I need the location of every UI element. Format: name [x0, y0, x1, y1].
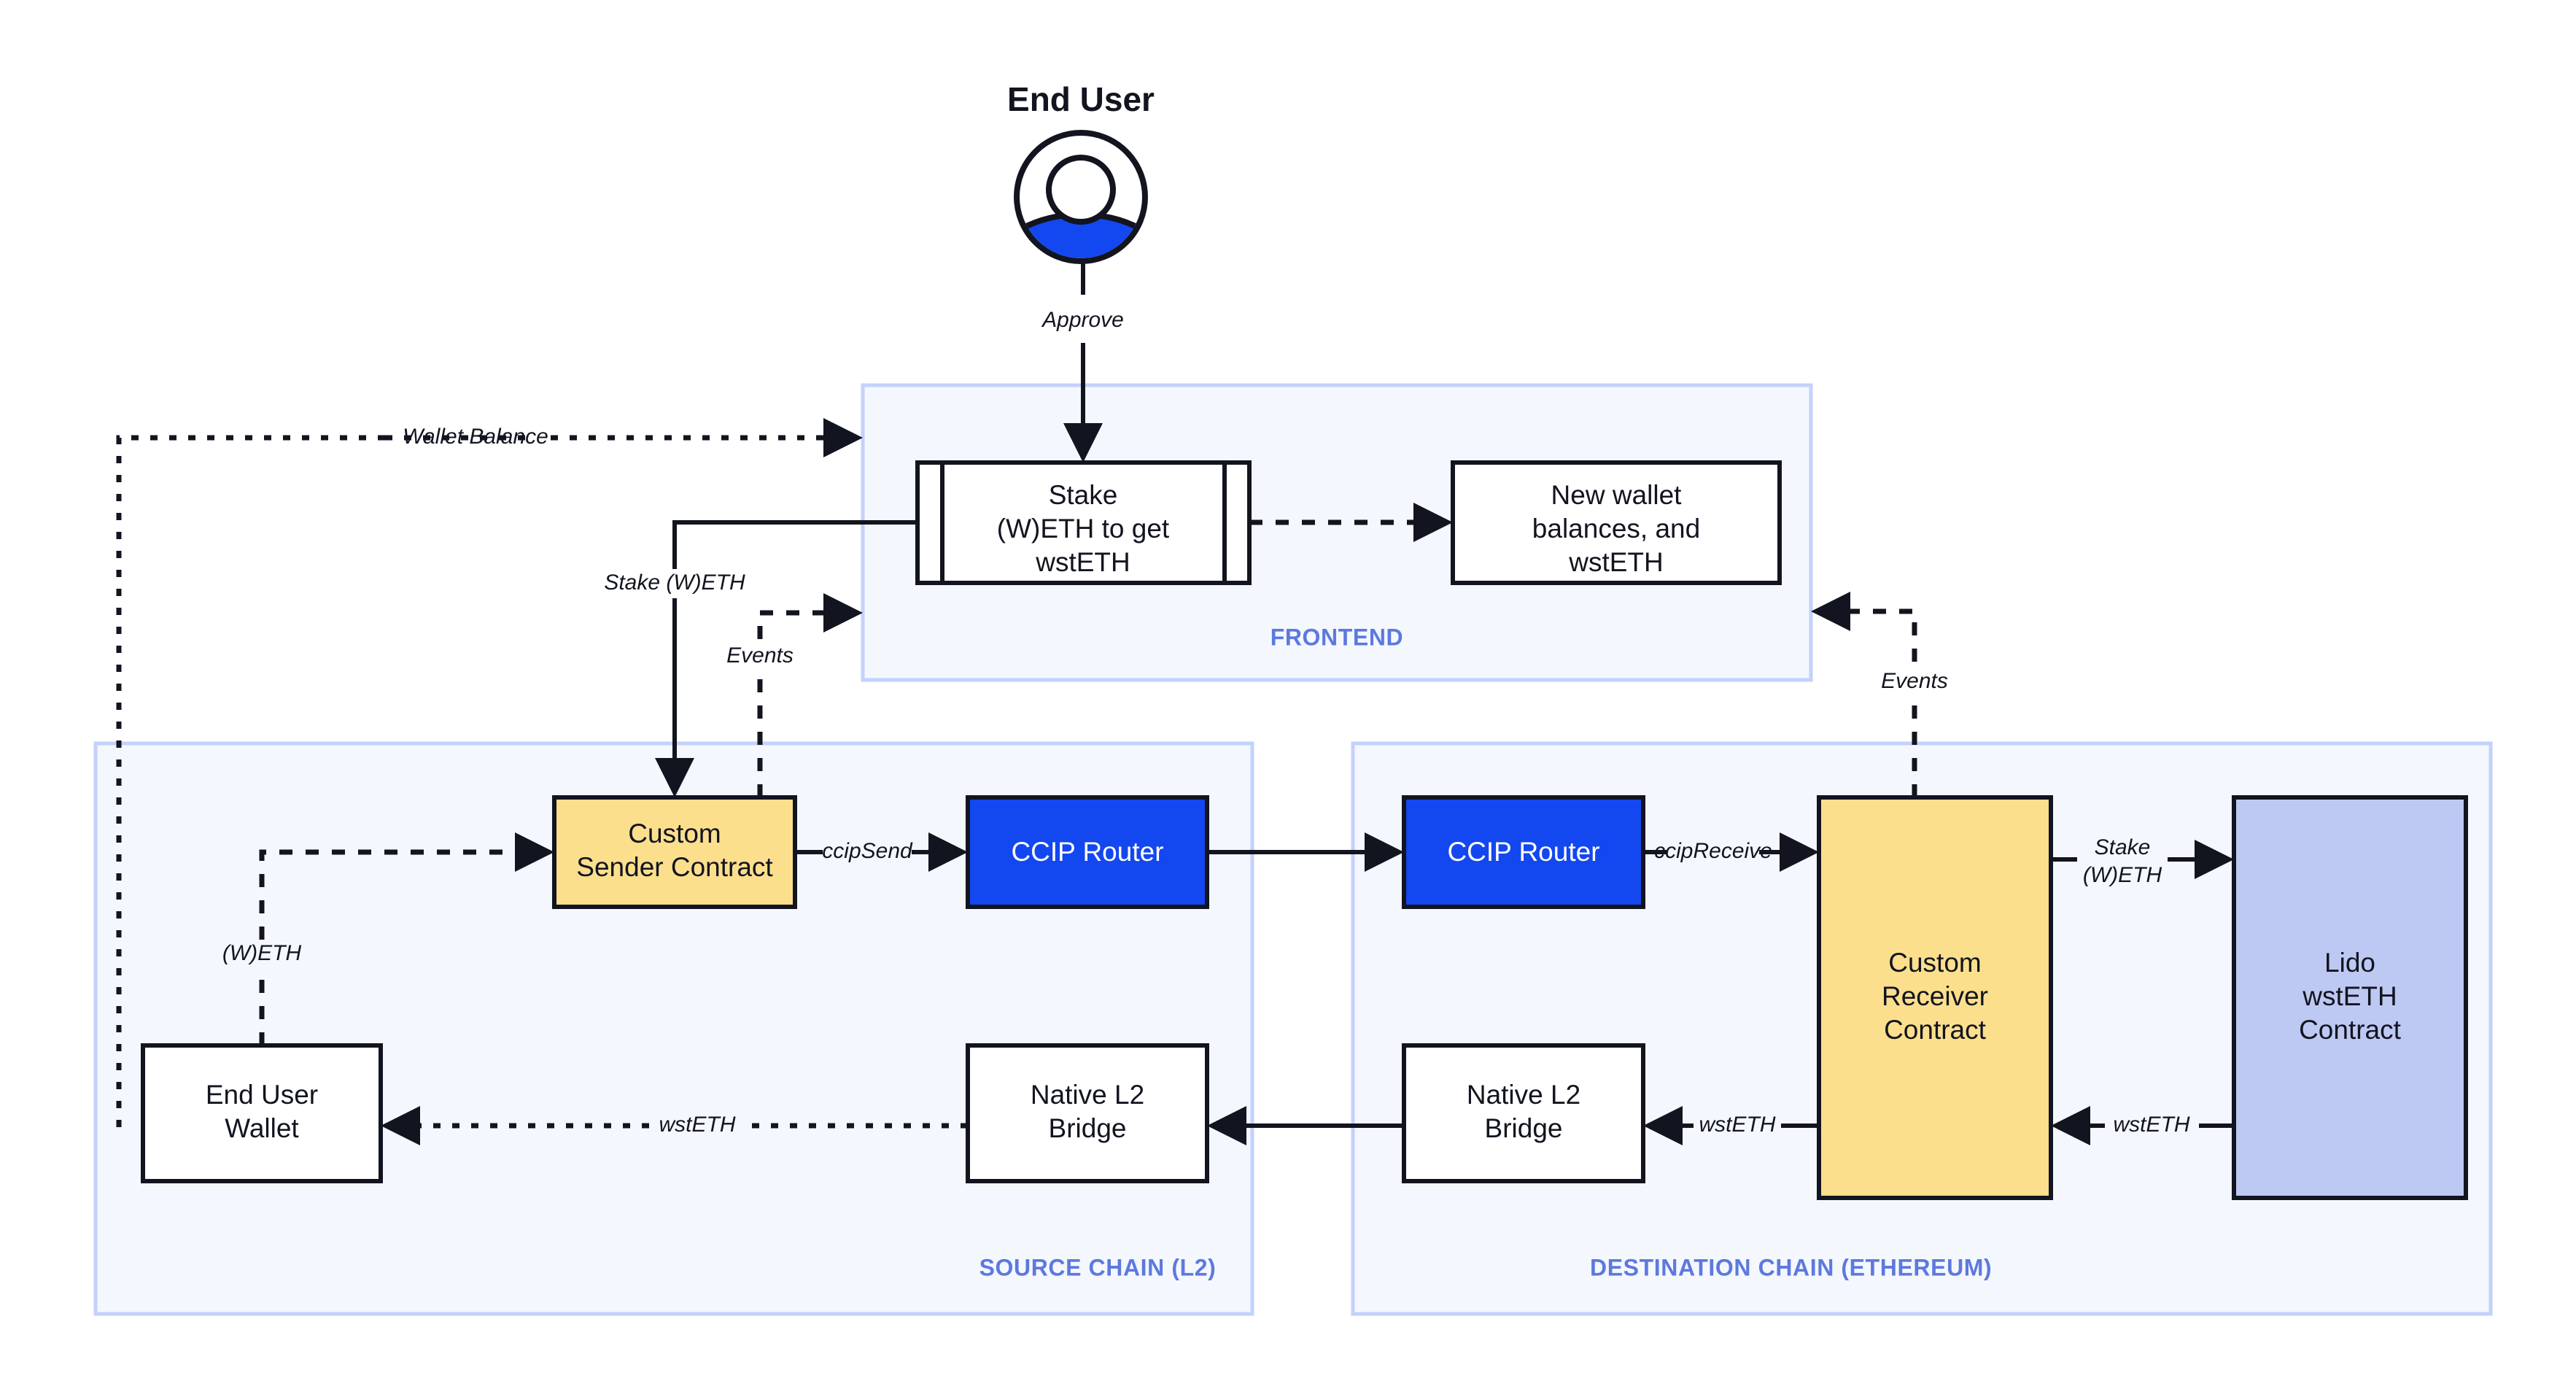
- edge-ccip-send-label: ccipSend: [822, 839, 913, 863]
- edge-ccip-bridge-arrowhead: [1365, 832, 1404, 872]
- edge-wallet-balance-arrowhead: [823, 418, 863, 457]
- edge-wsteth-bridge-label: wstETH: [1699, 1113, 1776, 1137]
- node-native-bridge-dest-rect[interactable]: [1402, 1043, 1645, 1183]
- edge-stake-to-balances: [1249, 503, 1453, 542]
- edge-approve: Approve: [1041, 261, 1124, 463]
- edge-weth-approve-arrowhead: [515, 832, 554, 872]
- edge-events-source: Events: [726, 593, 863, 797]
- node-end-user-wallet-rect[interactable]: [141, 1043, 383, 1183]
- node-custom-receiver-label-line3: Contract: [1884, 1015, 1987, 1045]
- node-native-bridge-dest[interactable]: Native L2 Bridge: [1402, 1043, 1645, 1183]
- edge-ccip-send-arrowhead: [928, 832, 968, 872]
- node-stake-form-label-line3: wstETH: [1035, 547, 1130, 577]
- edge-ccip-receive-arrowhead: [1780, 832, 1819, 872]
- edge-events-dest: Events: [1811, 592, 1948, 797]
- node-lido-wsteth-label-line3: Contract: [2299, 1015, 2402, 1045]
- node-ccip-router-dest-rect[interactable]: [1402, 795, 1645, 909]
- panel-destination-chain-label: DESTINATION CHAIN (ETHEREUM): [1590, 1254, 1992, 1280]
- node-ccip-router-dest[interactable]: CCIP Router: [1402, 795, 1645, 909]
- node-custom-receiver-contract[interactable]: Custom Receiver Contract: [1817, 795, 2053, 1200]
- edge-weth-approve: (W)ETH: [222, 832, 554, 1045]
- edge-stake-weth-path-top: [672, 520, 917, 569]
- edge-wallet-balance: Wallet Balance: [116, 418, 863, 1127]
- node-end-user-wallet-label-line2: Wallet: [225, 1113, 299, 1143]
- node-lido-wsteth-label-line2: wstETH: [2302, 981, 2397, 1011]
- edge-approve-label: Approve: [1041, 308, 1124, 332]
- panel-source-chain-label: SOURCE CHAIN (L2): [979, 1254, 1217, 1280]
- edge-events-source-path-upper: [757, 610, 839, 639]
- node-ccip-router-source[interactable]: CCIP Router: [966, 795, 1209, 909]
- edge-wallet-balance-label: Wallet Balance: [403, 425, 548, 449]
- edge-weth-approve-path-upper: [259, 849, 532, 940]
- edge-wallet-balance-path-left: [116, 435, 385, 1127]
- edge-wsteth-wallet-arrowhead: [381, 1106, 420, 1145]
- node-new-balances-rect[interactable]: [1451, 460, 1782, 585]
- node-ccip-router-dest-label: CCIP Router: [1447, 837, 1599, 867]
- node-custom-receiver-label-line2: Receiver: [1882, 981, 1988, 1011]
- node-end-user-wallet[interactable]: End User Wallet: [141, 1043, 383, 1183]
- panel-frontend-label: FRONTEND: [1270, 624, 1404, 650]
- node-native-bridge-dest-label-line1: Native L2: [1467, 1080, 1580, 1110]
- node-new-balances[interactable]: New wallet balances, and wstETH: [1451, 460, 1782, 585]
- edge-wsteth-back: wstETH: [2051, 1106, 2234, 1145]
- edge-stake-weth-dest: Stake (W)ETH: [2051, 835, 2234, 887]
- node-native-bridge-source-label-line2: Bridge: [1049, 1113, 1127, 1143]
- edge-stake-weth: Stake (W)ETH: [604, 520, 917, 797]
- edge-stake-weth-dest-label-line2: (W)ETH: [2083, 863, 2162, 887]
- edge-events-source-label: Events: [726, 643, 794, 668]
- edge-ccip-bridge: [1207, 832, 1404, 872]
- edge-bridge-cross-arrowhead: [1207, 1106, 1246, 1145]
- edge-events-source-arrowhead: [823, 593, 863, 633]
- edge-stake-weth-arrowhead: [655, 758, 694, 797]
- edge-ccip-receive-label: ccipReceive: [1654, 839, 1772, 863]
- edge-approve-arrowhead: [1063, 423, 1103, 463]
- node-stake-form[interactable]: Stake (W)ETH to get wstETH: [915, 460, 1252, 585]
- node-custom-sender-label-line1: Custom: [628, 819, 721, 848]
- node-ccip-router-source-label: CCIP Router: [1011, 837, 1163, 867]
- edge-events-dest-arrowhead: [1811, 592, 1850, 631]
- node-native-bridge-dest-label-line2: Bridge: [1485, 1113, 1563, 1143]
- node-new-balances-label-line1: New wallet: [1551, 480, 1683, 510]
- edge-ccip-send: ccipSend: [795, 832, 968, 872]
- node-end-user-wallet-label-line1: End User: [206, 1080, 318, 1110]
- edge-wsteth-back-arrowhead: [2051, 1106, 2090, 1145]
- edge-wsteth-wallet: wstETH: [381, 1106, 968, 1145]
- edge-weth-approve-label: (W)ETH: [222, 941, 302, 965]
- edge-stake-weth-dest-label-line1: Stake: [2095, 835, 2151, 859]
- node-custom-sender-label-line2: Sender Contract: [576, 852, 773, 882]
- node-new-balances-label-line3: wstETH: [1568, 547, 1664, 577]
- edge-stake-weth-label: Stake (W)ETH: [604, 571, 745, 595]
- node-stake-form-label-line1: Stake: [1049, 480, 1118, 510]
- edge-wsteth-bridge: wstETH: [1643, 1106, 1819, 1145]
- node-lido-wsteth-contract[interactable]: Lido wstETH Contract: [2232, 795, 2468, 1200]
- edge-bridge-cross: [1207, 1106, 1404, 1145]
- edge-wsteth-back-label: wstETH: [2114, 1113, 2190, 1137]
- node-native-bridge-source-rect[interactable]: [966, 1043, 1209, 1183]
- end-user-title: End User: [1007, 80, 1155, 118]
- end-user-actor: End User: [1007, 80, 1155, 264]
- edge-stake-weth-dest-arrowhead: [2195, 840, 2234, 879]
- edge-wsteth-wallet-label: wstETH: [659, 1113, 736, 1137]
- node-custom-sender-contract[interactable]: Custom Sender Contract: [552, 795, 797, 909]
- node-lido-wsteth-label-line1: Lido: [2324, 948, 2375, 978]
- node-new-balances-label-line2: balances, and: [1532, 514, 1700, 544]
- user-avatar-icon: [1014, 130, 1148, 264]
- node-native-bridge-source-label-line1: Native L2: [1031, 1080, 1144, 1110]
- edge-stake-to-balances-arrowhead: [1413, 503, 1453, 542]
- edge-ccip-receive: ccipReceive: [1643, 832, 1819, 872]
- avatar-head-shape: [1046, 155, 1116, 225]
- node-lido-wsteth-contract-rect[interactable]: [2232, 795, 2468, 1200]
- node-custom-receiver-contract-rect[interactable]: [1817, 795, 2053, 1200]
- node-custom-receiver-label-line1: Custom: [1888, 948, 1981, 978]
- node-stake-form-label-line2: (W)ETH to get: [997, 514, 1170, 544]
- edge-events-dest-label: Events: [1881, 669, 1948, 693]
- edge-wsteth-bridge-arrowhead: [1643, 1106, 1683, 1145]
- node-native-bridge-source[interactable]: Native L2 Bridge: [966, 1043, 1209, 1183]
